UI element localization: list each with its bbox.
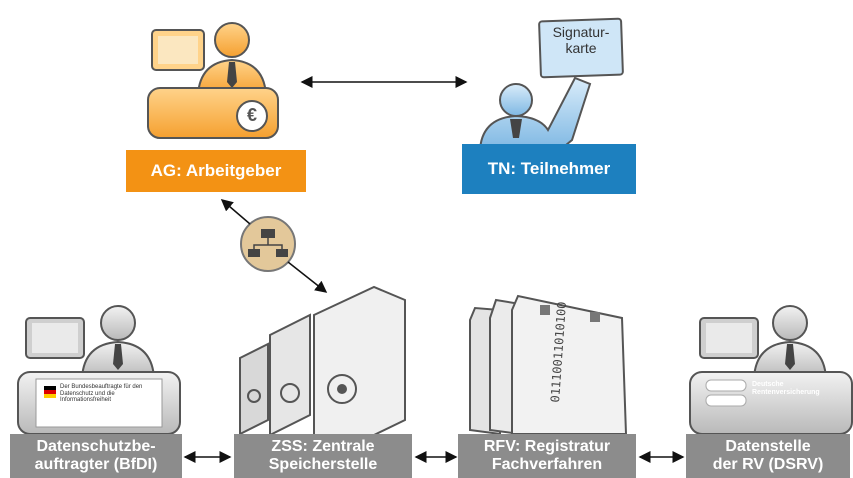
dsrv-label-line2: der RV (DSRV) — [712, 456, 824, 473]
bfdi-label-line1: Datenschutzbe- — [36, 438, 156, 456]
dsrv-logo-text: Deutsche Rentenversicherung — [752, 381, 842, 397]
dsrv-label: Datenstelle der RV (DSRV) — [686, 434, 850, 478]
zss-label: ZSS: Zentrale Speicherstelle — [234, 434, 412, 478]
arrow-ag-network — [220, 199, 251, 225]
participant-icon — [478, 17, 624, 151]
bfdi-icon — [17, 305, 181, 435]
zss-label-line1: ZSS: Zentrale — [271, 438, 375, 456]
zss-label-line2: Speicherstelle — [268, 456, 378, 473]
bfdi-label: Datenschutzbe- auftragter (BfDI) — [10, 434, 182, 478]
rfv-label: RFV: Registratur Fachverfahren — [458, 434, 636, 478]
rfv-label-line2: Fachverfahren — [491, 456, 603, 473]
binder-icon — [469, 294, 628, 436]
bfdi-seal-text: Der Bundesbeauftragte für den Datenschut… — [60, 384, 143, 404]
signature-card-line2: karte — [565, 40, 597, 57]
dsrv-label-line1: Datenstelle — [725, 438, 811, 456]
ag-label: AG: Arbeitgeber — [126, 150, 306, 192]
server-icon — [239, 285, 406, 437]
dsrv-logo-line1: Deutsche — [752, 381, 784, 388]
network-icon — [240, 216, 296, 272]
dsrv-logo-line2: Rentenversicherung — [752, 389, 820, 397]
arrow-network-zss — [287, 261, 328, 293]
euro-icon: € — [246, 105, 257, 126]
tn-label: TN: Teilnehmer — [462, 144, 636, 194]
dsrv-icon — [689, 305, 853, 435]
signature-card: Signatur- karte — [541, 24, 621, 56]
rfv-label-line1: RFV: Registratur — [483, 438, 611, 456]
bfdi-label-line2: auftragter (BfDI) — [34, 456, 158, 473]
signature-card-line1: Signatur- — [552, 24, 610, 40]
employer-icon — [147, 22, 279, 139]
